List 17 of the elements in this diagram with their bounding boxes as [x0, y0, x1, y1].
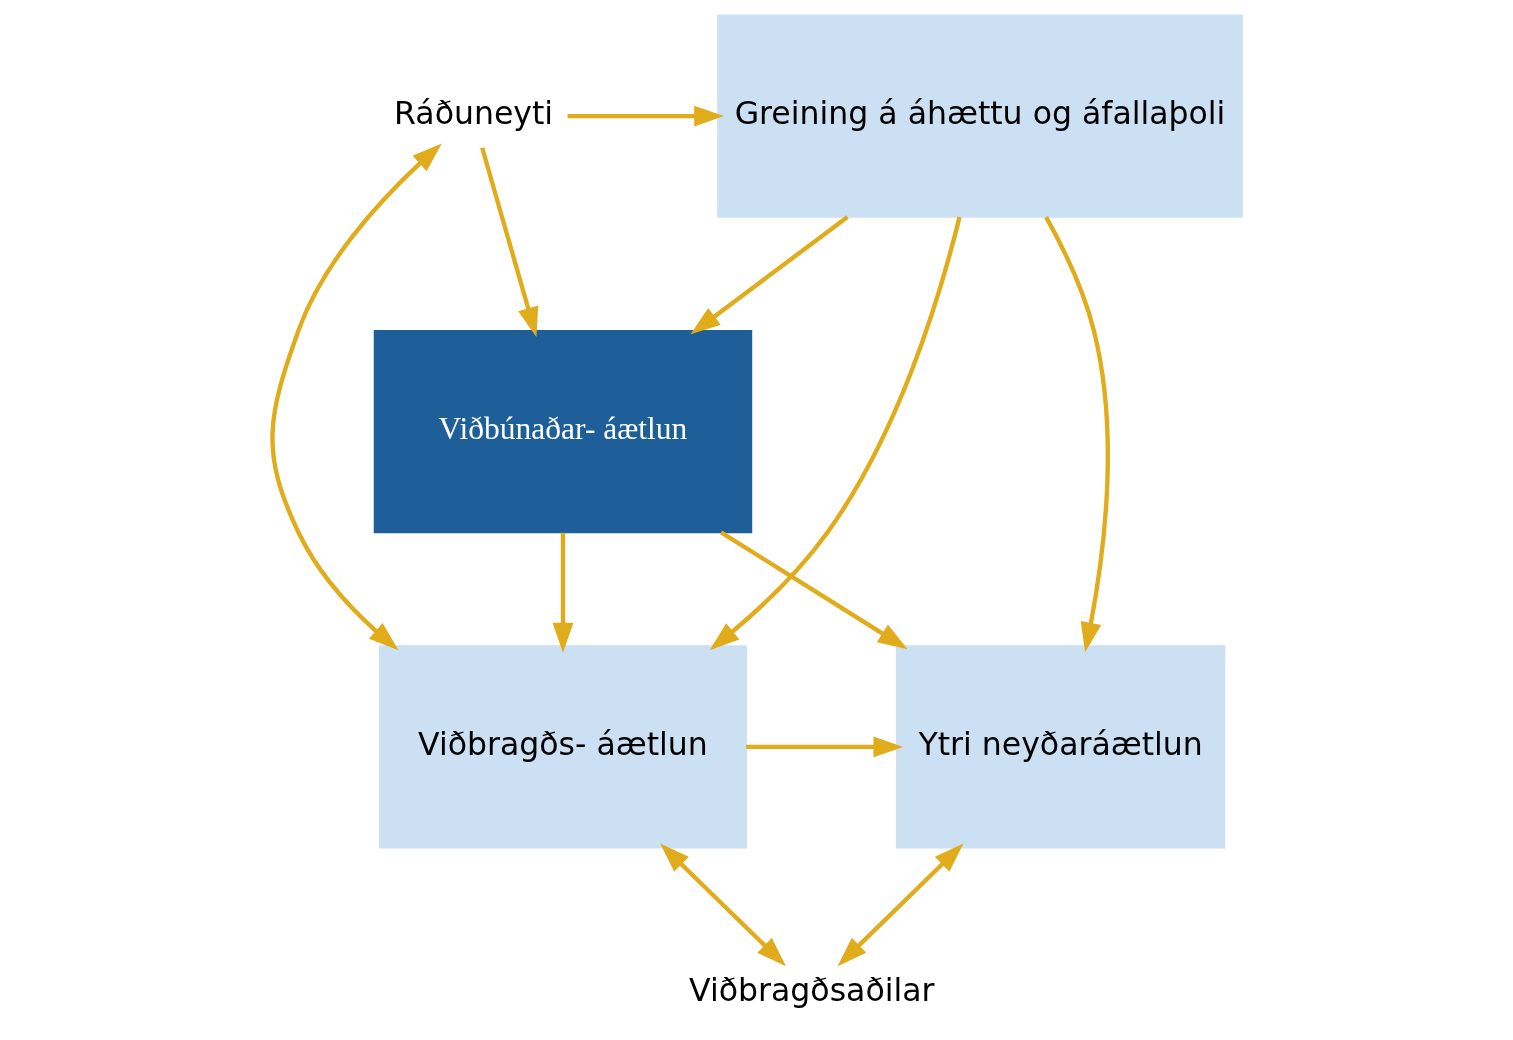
arrow: [709, 216, 962, 651]
arrow: [552, 532, 573, 653]
node-box: Ytri neyðaráætlun: [895, 645, 1225, 849]
arrow: [837, 843, 963, 967]
node-text: Ráðuneyti: [393, 94, 553, 131]
node-box: Viðbragðs- áætlun: [378, 645, 747, 849]
arrow: [1043, 216, 1110, 653]
node-box: Viðbúnaðar- áætlun: [373, 329, 752, 534]
arrow: [719, 530, 908, 650]
arrow: [659, 843, 786, 967]
arrow: [690, 215, 849, 335]
node-text: Viðbragðsaðilar: [688, 971, 934, 1008]
arrow: [479, 147, 538, 338]
node-box: Greining á áhættu og áfallaþoli: [716, 14, 1243, 218]
arrow: [567, 105, 724, 127]
arrow: [269, 143, 442, 651]
arrow: [745, 736, 903, 758]
